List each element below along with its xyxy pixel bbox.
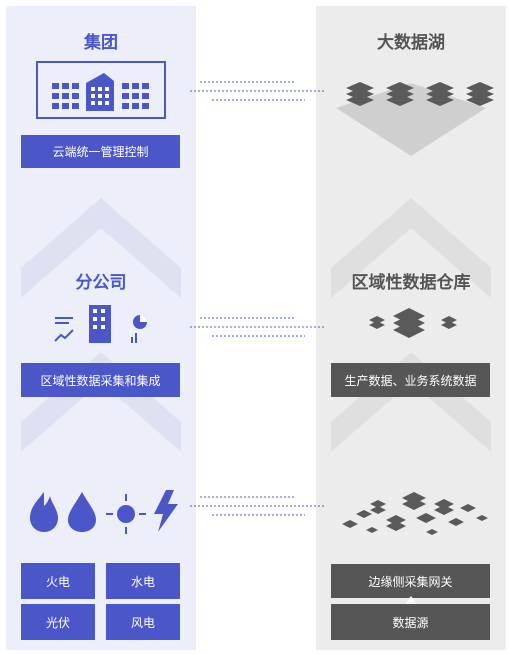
energy-hydro: 水电	[106, 563, 180, 599]
water-drop-icon	[68, 492, 96, 532]
energy-icons	[30, 490, 178, 534]
data-lake-title: 大数据湖	[377, 33, 445, 53]
energy-wind: 风电	[106, 604, 180, 640]
upward-chevron-decoration	[331, 352, 491, 452]
data-layers-icon	[336, 82, 494, 156]
office-tower-icon	[54, 305, 147, 343]
energy-thermal: 火电	[21, 563, 95, 599]
data-layers-icon	[369, 308, 457, 338]
connector-lines	[190, 317, 325, 337]
regional-warehouse-title: 区域性数据仓库	[351, 273, 471, 293]
data-layers-icon	[342, 492, 488, 535]
energy-solar: 光伏	[21, 604, 95, 640]
branch-title: 分公司	[75, 273, 127, 293]
cloud-management-label: 云端统一管理控制	[21, 135, 180, 168]
upward-chevron-decoration	[331, 198, 491, 298]
data-source-label: 数据源	[331, 604, 490, 640]
production-data-label: 生产数据、业务系统数据	[331, 363, 490, 397]
data-column: 大数据湖 区域性数据仓库 生产数据、业务系统数据 边缘侧采集	[316, 6, 506, 650]
edge-gateway-label: 边缘侧采集网关	[331, 564, 490, 598]
building-icon	[36, 61, 166, 119]
regional-collection-label: 区域性数据采集和集成	[21, 363, 180, 397]
connector-lines	[190, 81, 325, 101]
connector-lines	[190, 496, 325, 516]
lightning-icon	[154, 490, 178, 532]
group-title: 集团	[84, 33, 118, 53]
upward-chevron-decoration	[21, 198, 181, 298]
upward-chevron-decoration	[21, 352, 181, 452]
sun-icon	[106, 494, 146, 534]
fire-icon	[30, 492, 58, 532]
group-column: 集团 云端统一管理控制 分公司	[6, 6, 196, 650]
